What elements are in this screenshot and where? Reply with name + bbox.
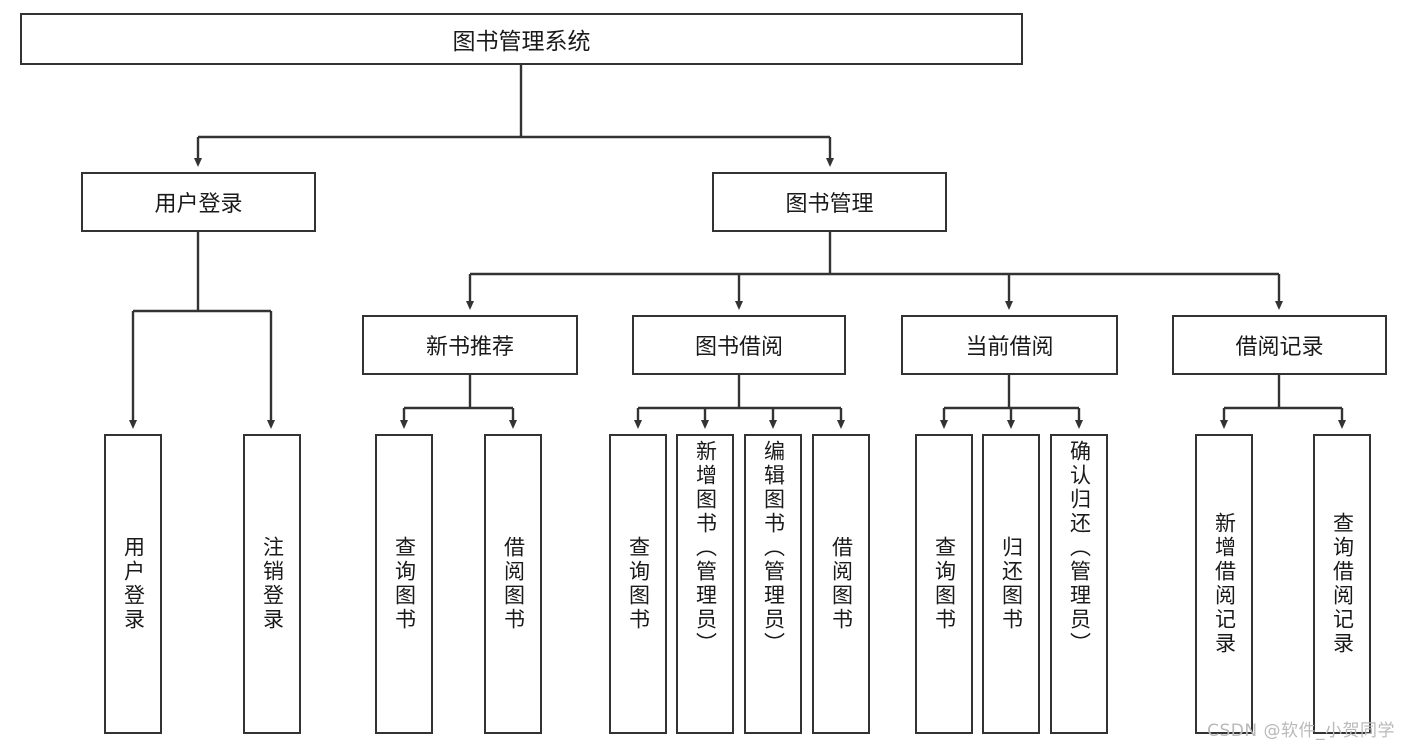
leaf-logout-label: 注销登录 <box>260 536 285 632</box>
node-user-login-label: 用户登录 <box>154 192 243 217</box>
leaf-query-book-recommend-label: 查询图书 <box>392 536 417 632</box>
node-book-management-label: 图书管理 <box>785 192 874 217</box>
leaf-query-borrow-record-label: 查询借阅记录 <box>1330 512 1355 656</box>
leaf-add-book-admin[interactable]: 新增图书（管理员） <box>676 434 734 734</box>
leaf-return-book-label: 归还图书 <box>999 536 1024 632</box>
node-current-borrow-label: 当前借阅 <box>965 335 1054 360</box>
leaf-borrow-book-recommend-label: 借阅图书 <box>501 536 526 632</box>
node-root-label: 图书管理系统 <box>452 29 591 55</box>
node-root[interactable]: 图书管理系统 <box>20 13 1023 65</box>
node-new-book-recommend[interactable]: 新书推荐 <box>362 315 578 375</box>
leaf-query-book-borrow[interactable]: 查询图书 <box>609 434 667 734</box>
leaf-borrow-book-recommend[interactable]: 借阅图书 <box>484 434 542 734</box>
leaf-query-book-recommend[interactable]: 查询图书 <box>375 434 433 734</box>
leaf-add-book-admin-label: 新增图书（管理员） <box>693 440 718 656</box>
leaf-borrow-book[interactable]: 借阅图书 <box>812 434 870 734</box>
leaf-return-book[interactable]: 归还图书 <box>982 434 1040 734</box>
watermark: CSDN @软件_小贺同学 <box>1207 721 1395 741</box>
leaf-edit-book-admin[interactable]: 编辑图书（管理员） <box>744 434 802 734</box>
leaf-borrow-book-label: 借阅图书 <box>829 536 854 632</box>
node-current-borrow[interactable]: 当前借阅 <box>901 315 1118 375</box>
leaf-query-book-current-label: 查询图书 <box>932 536 957 632</box>
node-borrow-record[interactable]: 借阅记录 <box>1172 315 1387 375</box>
leaf-confirm-return-admin-label: 确认归还（管理员） <box>1067 440 1092 656</box>
leaf-add-borrow-record[interactable]: 新增借阅记录 <box>1195 434 1253 734</box>
leaf-query-book-current[interactable]: 查询图书 <box>915 434 973 734</box>
leaf-user-login-label: 用户登录 <box>121 536 146 632</box>
leaf-add-borrow-record-label: 新增借阅记录 <box>1212 512 1237 656</box>
node-book-borrow-label: 图书借阅 <box>694 335 783 360</box>
leaf-query-borrow-record[interactable]: 查询借阅记录 <box>1313 434 1371 734</box>
node-user-login[interactable]: 用户登录 <box>81 172 316 232</box>
node-book-management[interactable]: 图书管理 <box>712 172 947 232</box>
node-borrow-record-label: 借阅记录 <box>1235 335 1324 360</box>
leaf-query-book-borrow-label: 查询图书 <box>626 536 651 632</box>
node-new-book-recommend-label: 新书推荐 <box>425 335 514 360</box>
leaf-edit-book-admin-label: 编辑图书（管理员） <box>761 440 786 656</box>
node-book-borrow[interactable]: 图书借阅 <box>632 315 846 375</box>
leaf-logout[interactable]: 注销登录 <box>243 434 301 734</box>
leaf-user-login[interactable]: 用户登录 <box>104 434 162 734</box>
leaf-confirm-return-admin[interactable]: 确认归还（管理员） <box>1050 434 1108 734</box>
